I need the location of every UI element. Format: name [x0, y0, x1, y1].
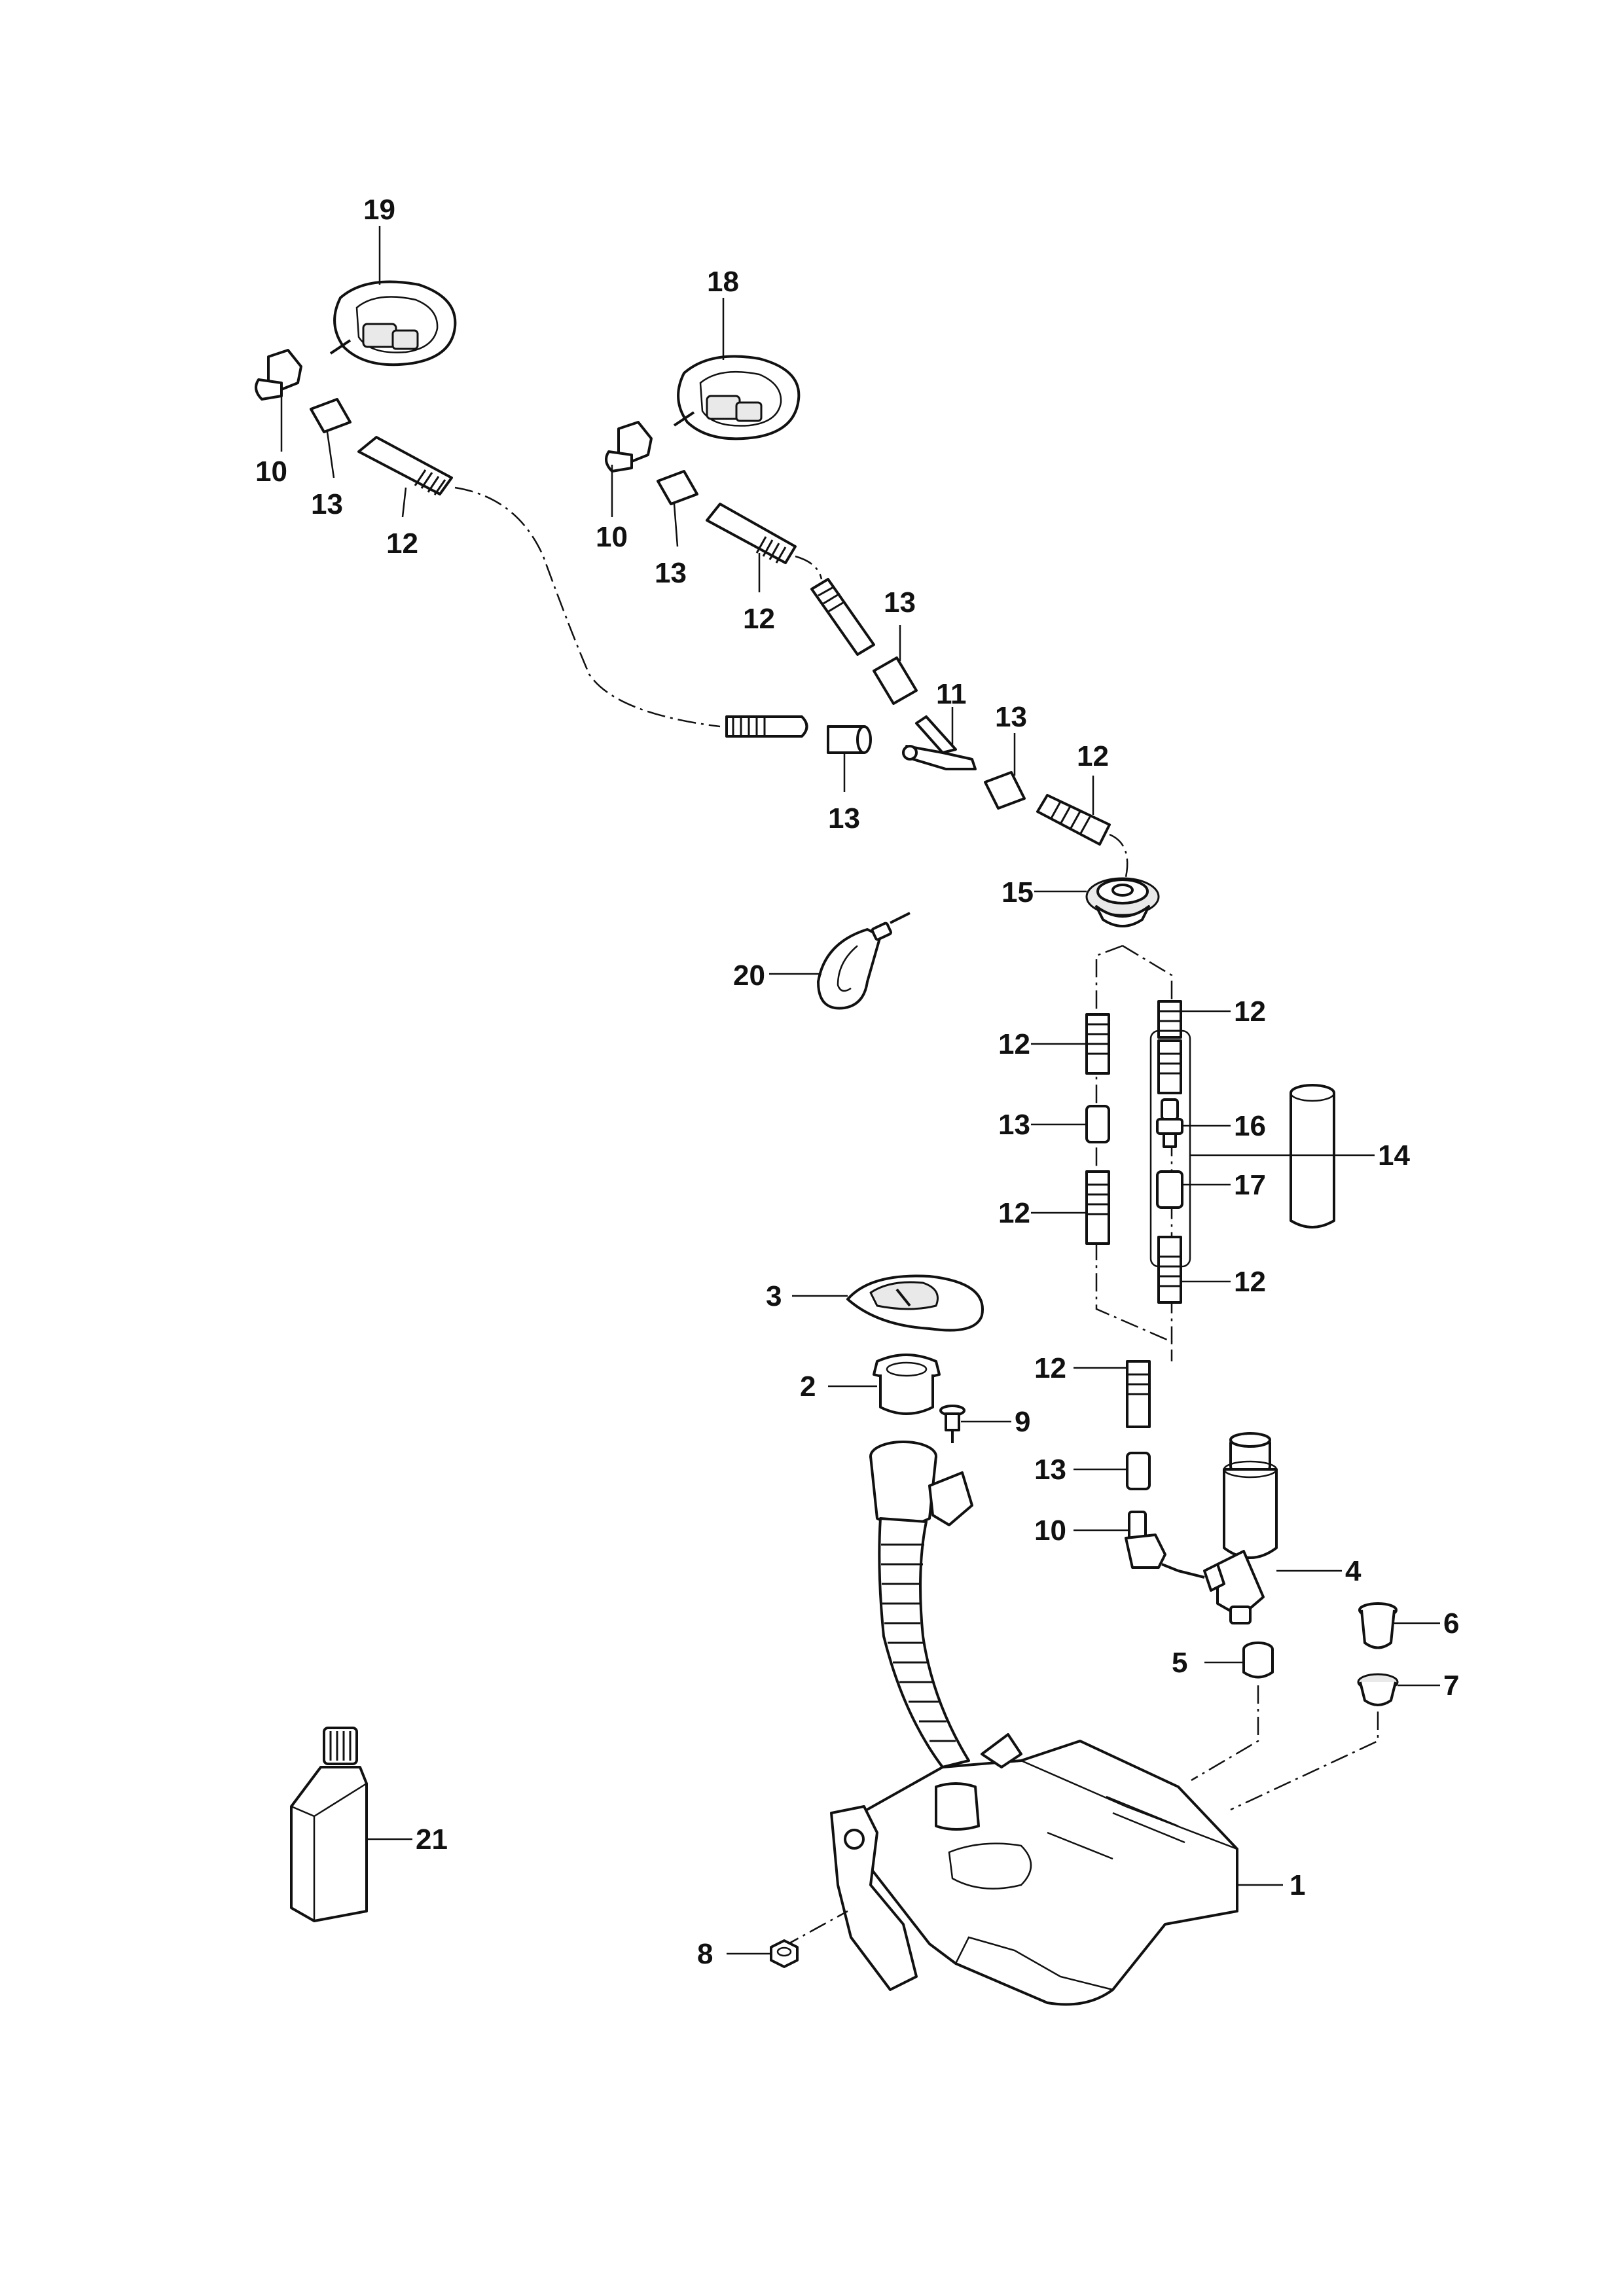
leader-line: [326, 431, 335, 478]
routing-line: [454, 486, 721, 728]
routing-line: [1109, 833, 1128, 878]
hose-connector: [310, 398, 352, 433]
callout-12-col2: 12: [998, 1197, 1030, 1229]
hose-segment: [810, 578, 875, 656]
callout-12-col1: 12: [998, 1028, 1030, 1060]
routing-line: [1191, 1685, 1259, 1782]
callout-16: 16: [1234, 1110, 1266, 1142]
hose-connector: [1126, 1452, 1151, 1490]
hose-connector: [1156, 1170, 1183, 1209]
callout-4: 4: [1345, 1555, 1362, 1587]
check-valve-icon: [1156, 1098, 1183, 1148]
hose-connector: [1085, 1105, 1110, 1143]
filler-cap-icon: [846, 1274, 984, 1332]
y-connector: [902, 715, 977, 770]
callout-13-lower-col: 13: [1034, 1454, 1066, 1486]
hose-connector: [1125, 1511, 1179, 1572]
callout-13-lower: 13: [828, 802, 860, 834]
hose-segment: [1126, 1360, 1151, 1428]
callout-6: 6: [1443, 1607, 1459, 1640]
callout-13-left: 13: [311, 488, 343, 520]
fluid-bottle-icon: [290, 1727, 368, 1922]
hose-segment: [1085, 1013, 1110, 1075]
hose-segment: [1157, 1039, 1182, 1094]
callout-10-mid: 10: [596, 521, 628, 553]
washer-fluid-reservoir-icon: [830, 1441, 1238, 2006]
callout-13-col: 13: [998, 1109, 1030, 1141]
callout-3: 3: [766, 1280, 782, 1312]
callout-12-left: 12: [386, 528, 418, 560]
routing-line: [795, 555, 823, 580]
callout-1: 1: [1290, 1869, 1305, 1901]
hose-connector: [873, 656, 918, 705]
callout-13-right: 13: [995, 701, 1027, 733]
callout-12-col3: 12: [1234, 996, 1266, 1028]
retaining-pin-icon: [939, 1405, 965, 1443]
callout-10-lower: 10: [1034, 1515, 1066, 1547]
callout-17: 17: [1234, 1169, 1266, 1201]
hose-sleeve-icon: [1290, 1084, 1335, 1229]
callout-21: 21: [416, 1823, 448, 1856]
routing-line: [782, 1910, 848, 1948]
callout-12-col4: 12: [1234, 1266, 1266, 1298]
hose-segment: [357, 436, 453, 495]
hose-segment: [706, 503, 797, 564]
filler-neck-insert-icon: [873, 1354, 941, 1415]
hose-connector: [657, 470, 698, 505]
hose-segment: [1036, 794, 1111, 846]
callout-18: 18: [707, 266, 739, 298]
leader-line: [401, 487, 407, 518]
grommet-icon: [1357, 1673, 1399, 1706]
washer-nozzle-icon: [605, 355, 801, 473]
hose-segment: [725, 715, 808, 738]
callout-10-left: 10: [255, 456, 287, 488]
hose-segment: [1085, 1170, 1110, 1245]
grommet-icon: [1242, 1641, 1274, 1679]
nut-icon: [770, 1939, 799, 1968]
callout-12-right: 12: [1077, 740, 1109, 772]
grommet-icon: [1358, 1602, 1398, 1649]
callout-19: 19: [363, 194, 395, 226]
hose-segment: [1157, 1000, 1182, 1039]
routing-line: [1230, 1712, 1379, 1811]
hose-connector: [827, 725, 872, 754]
callout-12-mid: 12: [743, 603, 775, 635]
hose-segment: [1157, 1236, 1182, 1304]
hose-connector: [984, 771, 1026, 810]
callout-11: 11: [936, 678, 967, 710]
callout-15: 15: [1001, 876, 1034, 908]
callout-2: 2: [800, 1371, 816, 1403]
callout-7: 7: [1443, 1670, 1459, 1702]
callout-14: 14: [1378, 1139, 1410, 1172]
callout-13-upper: 13: [884, 586, 916, 619]
washer-nozzle-icon: [255, 280, 457, 401]
callout-20: 20: [733, 960, 765, 992]
grommet-icon: [1085, 877, 1160, 927]
callout-13-mid: 13: [655, 557, 687, 589]
washer-pump-icon: [1178, 1432, 1278, 1624]
callout-9: 9: [1015, 1406, 1030, 1438]
routing-line: [1095, 944, 1173, 1361]
routing-line: [1122, 944, 1173, 1342]
callout-8: 8: [697, 1938, 713, 1970]
cable-clip-icon: [817, 912, 911, 1010]
callout-5: 5: [1172, 1647, 1187, 1679]
leader-line: [673, 503, 679, 547]
callout-12-lower: 12: [1034, 1352, 1066, 1384]
